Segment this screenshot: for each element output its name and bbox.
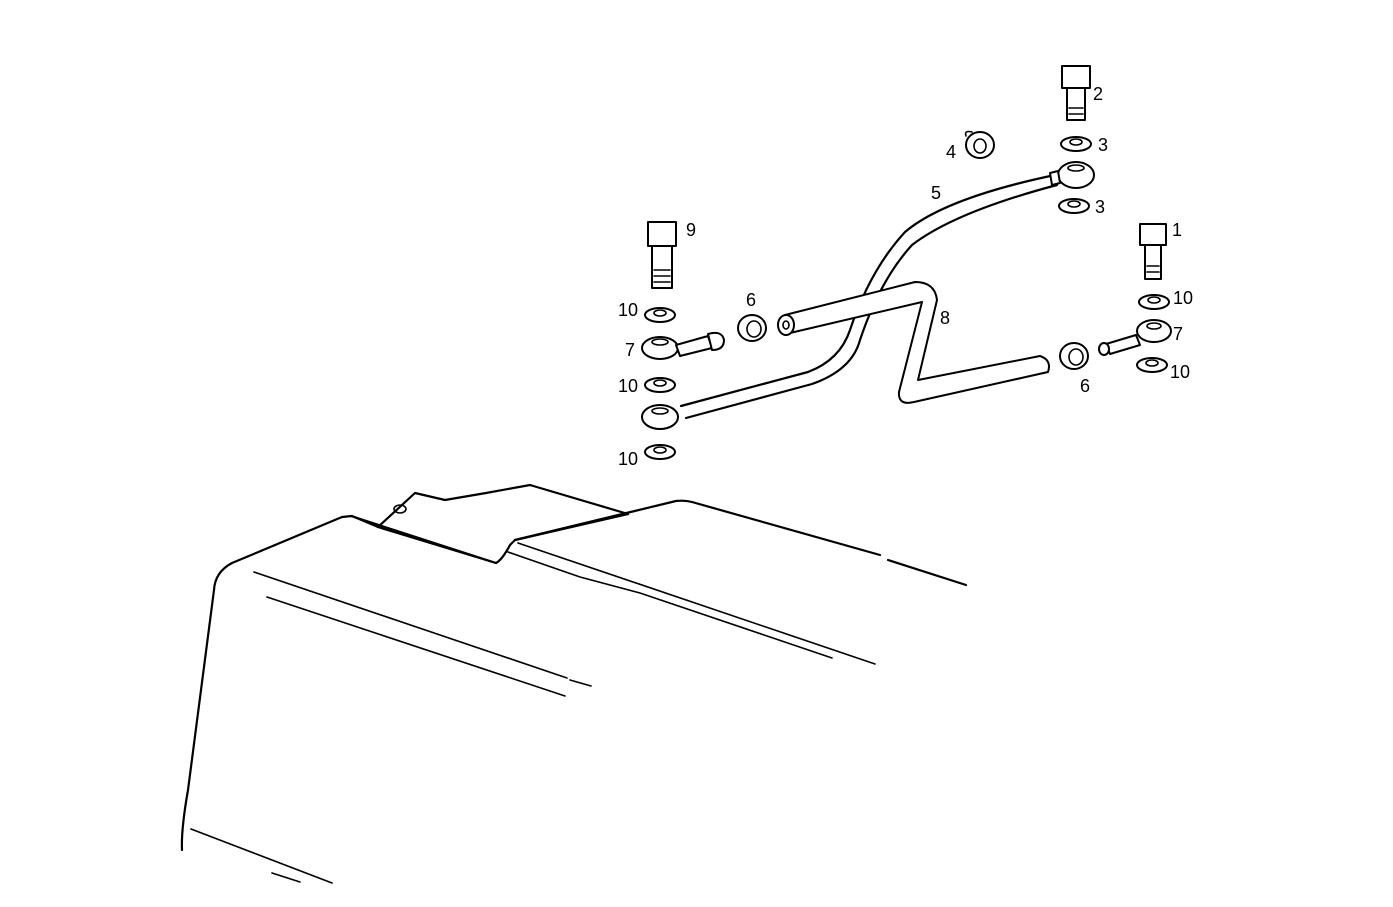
callout-10: 10	[618, 300, 638, 320]
callout-3: 3	[1098, 135, 1108, 155]
left-hose-clamp-6	[737, 314, 767, 342]
callout-6: 6	[746, 290, 756, 310]
left-washer-10a	[644, 307, 676, 323]
callout-10: 10	[618, 449, 638, 469]
pipe	[679, 173, 1059, 420]
callout-8: 8	[940, 308, 950, 328]
top-washer-3b	[1058, 198, 1090, 214]
callout-4: 4	[946, 142, 956, 162]
right-banjo-fitting-7	[1098, 319, 1172, 356]
left-bolt-9	[647, 221, 677, 289]
callout-7: 7	[625, 340, 635, 360]
right-washer-10b	[1136, 357, 1168, 373]
left-banjo-fitting-7	[641, 331, 725, 360]
callout-labels: 2 3 4 3 5 9 1 10 6 8 10 7 7 10 10 6 10	[618, 84, 1193, 469]
top-pipe-banjo-eye	[1049, 161, 1095, 189]
callout-2: 2	[1093, 84, 1103, 104]
callout-3: 3	[1095, 197, 1105, 217]
clip-4	[964, 130, 995, 159]
right-washer-10a	[1138, 294, 1170, 310]
left-washer-10c	[644, 444, 676, 460]
left-pipe-banjo-eye	[641, 404, 679, 430]
housing-body	[180, 483, 968, 884]
callout-6: 6	[1080, 376, 1090, 396]
callout-7: 7	[1173, 324, 1183, 344]
hose	[777, 281, 1050, 404]
callout-10: 10	[1173, 288, 1193, 308]
callout-10: 10	[618, 376, 638, 396]
callout-1: 1	[1172, 220, 1182, 240]
right-hose-clamp-6	[1059, 342, 1089, 370]
top-washer-3a	[1060, 136, 1092, 152]
left-washer-10b	[644, 377, 676, 393]
callout-5: 5	[931, 183, 941, 203]
callout-10: 10	[1170, 362, 1190, 382]
top-bolt-2	[1061, 65, 1091, 121]
callout-9: 9	[686, 220, 696, 240]
right-bolt-1	[1139, 223, 1167, 280]
